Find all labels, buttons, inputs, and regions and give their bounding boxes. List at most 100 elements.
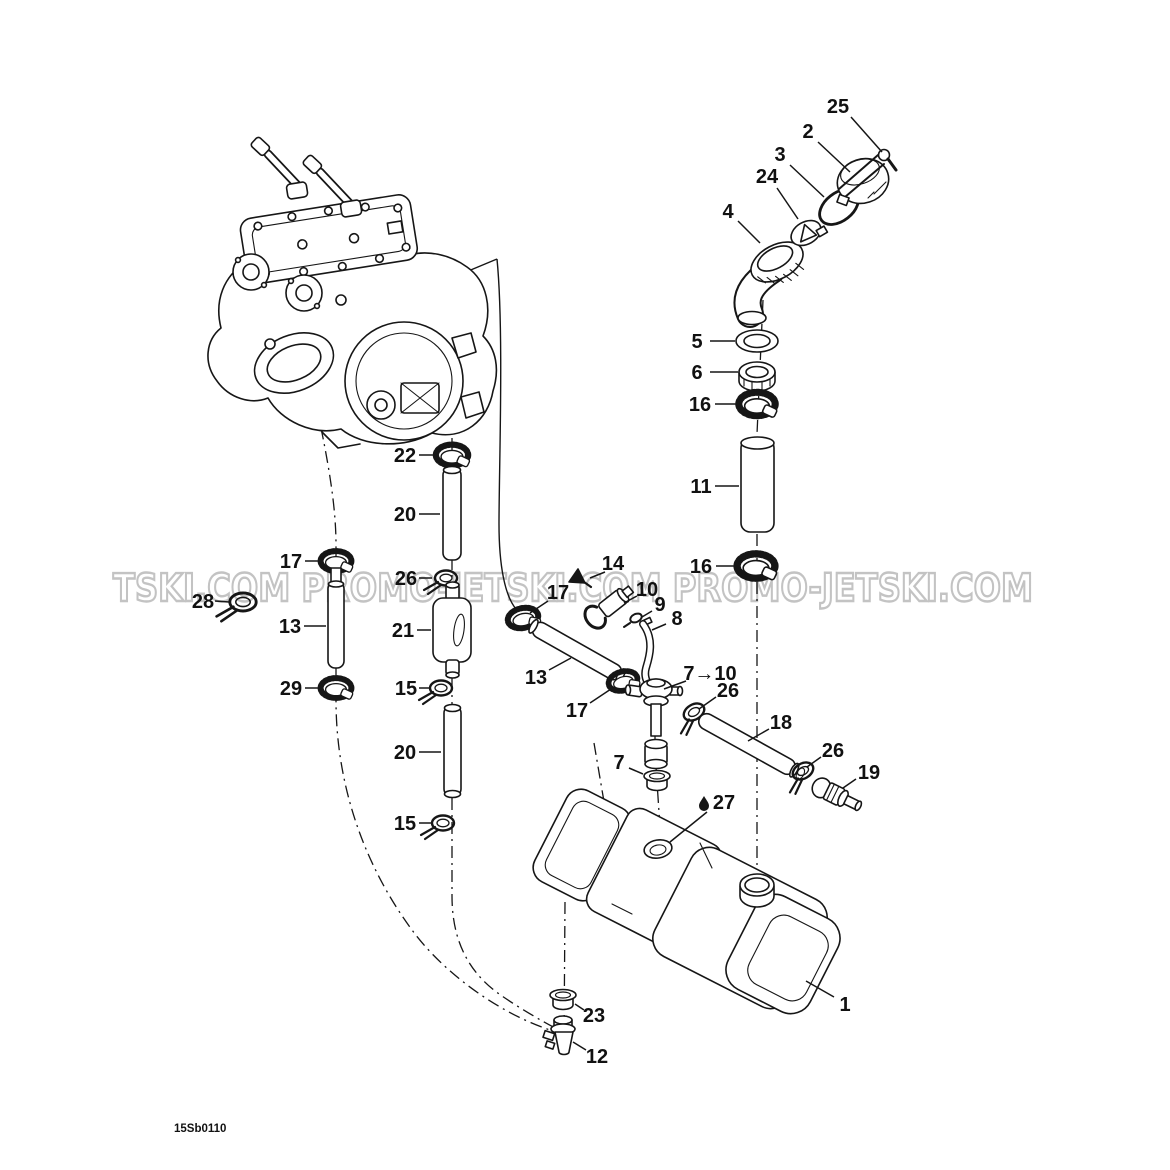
hose-20-lower: [443, 703, 462, 799]
callout-leader-23: [574, 1003, 585, 1011]
tank-hole: [643, 839, 673, 859]
callout-2: 2: [802, 121, 813, 143]
callout-27: 27: [713, 792, 735, 814]
callout-29: 29: [280, 678, 302, 700]
hose-connector: [330, 567, 342, 583]
callout-leader-19: [842, 778, 857, 789]
spark-plug-cap: [339, 199, 363, 218]
callout-17: 17: [547, 582, 569, 604]
fuel-tank: [532, 788, 841, 1015]
callout-20: 20: [394, 742, 416, 764]
sensor-fitting-19: [811, 777, 863, 812]
drawing-code: 15Sb0110: [174, 1123, 226, 1135]
callout-6: 6: [691, 362, 702, 384]
callout-24: 24: [756, 166, 779, 188]
center-junction-assembly: [506, 568, 863, 812]
callout-19: 19: [858, 762, 880, 784]
callout-16: 16: [690, 556, 712, 578]
callout-leader-27: [669, 811, 708, 843]
callout-leader-13: [548, 657, 572, 671]
callout-7→10: 7→10: [683, 663, 736, 685]
watermark-text: TSKI.COM PROMO-JETSKI.COM PROMO-JETSKI.C…: [113, 566, 1033, 610]
callout-leader-14: [589, 571, 606, 579]
callout-leader-7: [628, 767, 644, 775]
callout-4: 4: [722, 201, 734, 223]
callout-leader-9: [641, 610, 653, 618]
callout-15: 15: [394, 813, 416, 835]
clip-14: [568, 568, 593, 589]
magneto-housing: [344, 321, 485, 441]
callout-13: 13: [525, 667, 547, 689]
clamp-29: [321, 678, 354, 700]
engine-illustration: [207, 136, 498, 449]
fuel-filler-cap: [836, 154, 890, 207]
filler-neck-elbow: [733, 241, 805, 328]
callout-26: 26: [717, 680, 739, 702]
callout-1: 1: [839, 994, 850, 1016]
hose-20-upper: [442, 465, 462, 561]
retaining-nut: [738, 361, 776, 392]
fuel-line-column: [417, 445, 471, 841]
callout-leader-4: [737, 220, 761, 244]
callout-leader-10: [623, 595, 638, 604]
callout-16: 16: [689, 394, 711, 416]
spark-plug-wires: [250, 136, 357, 211]
oil-drop-icon: [699, 796, 709, 811]
callout-14: 14: [602, 553, 625, 575]
callout-leader-8: [651, 623, 667, 631]
callout-leader-28: [214, 600, 230, 603]
callout-15: 15: [395, 678, 417, 700]
check-valve: [790, 219, 829, 247]
callout-12: 12: [586, 1046, 608, 1068]
filler-tube: [740, 436, 775, 533]
grommet-7: [643, 769, 671, 792]
callout-8: 8: [671, 608, 682, 630]
tank-bottom-fittings: [542, 988, 577, 1056]
drain-fitting-12: [542, 1015, 576, 1056]
hose-13-left: [327, 580, 345, 669]
callout-23: 23: [583, 1005, 605, 1027]
callout-11: 11: [690, 476, 711, 498]
callout-20: 20: [394, 504, 416, 526]
callout-21: 21: [392, 620, 414, 642]
spark-plug-cap: [285, 181, 309, 200]
callout-7: 7: [613, 752, 624, 774]
callout-leader-25: [850, 116, 883, 153]
callout-leader-7→10: [663, 680, 687, 690]
exhaust-manifold: [253, 332, 335, 394]
callout-9: 9: [654, 594, 665, 616]
spring-clip-15-b: [419, 814, 456, 841]
callout-leader-1: [805, 980, 835, 998]
callout-leader-18: [747, 728, 770, 742]
tee-fitting-7-10: [624, 678, 684, 770]
cylinder-head-cover: [239, 194, 419, 285]
tank-filler-opening: [739, 873, 775, 908]
callout-18: 18: [770, 712, 792, 734]
callout-leader-17: [529, 600, 549, 614]
callout-26: 26: [822, 740, 844, 762]
callout-leader-26: [698, 696, 717, 710]
callout-3: 3: [774, 144, 785, 166]
callout-5: 5: [691, 331, 702, 353]
callout-17: 17: [566, 700, 588, 722]
callout-17: 17: [280, 551, 302, 573]
callout-leader-12: [572, 1041, 587, 1051]
filler-neck-assembly: [733, 148, 898, 581]
callout-10: 10: [636, 579, 658, 601]
hose-clamp-16-lower: [737, 554, 777, 581]
callout-25: 25: [827, 96, 849, 118]
callout-leader-2: [817, 141, 851, 173]
callout-leader-3: [789, 164, 825, 198]
callout-leader-26: [806, 756, 822, 768]
intake-flanges: [232, 253, 323, 312]
callout-leader-24: [776, 187, 799, 220]
callout-22: 22: [394, 445, 416, 467]
grommet-23: [549, 988, 577, 1011]
check-valve-10: [583, 585, 635, 630]
washer: [735, 329, 779, 353]
callout-26: 26: [395, 568, 417, 590]
clamp-22: [436, 445, 470, 468]
